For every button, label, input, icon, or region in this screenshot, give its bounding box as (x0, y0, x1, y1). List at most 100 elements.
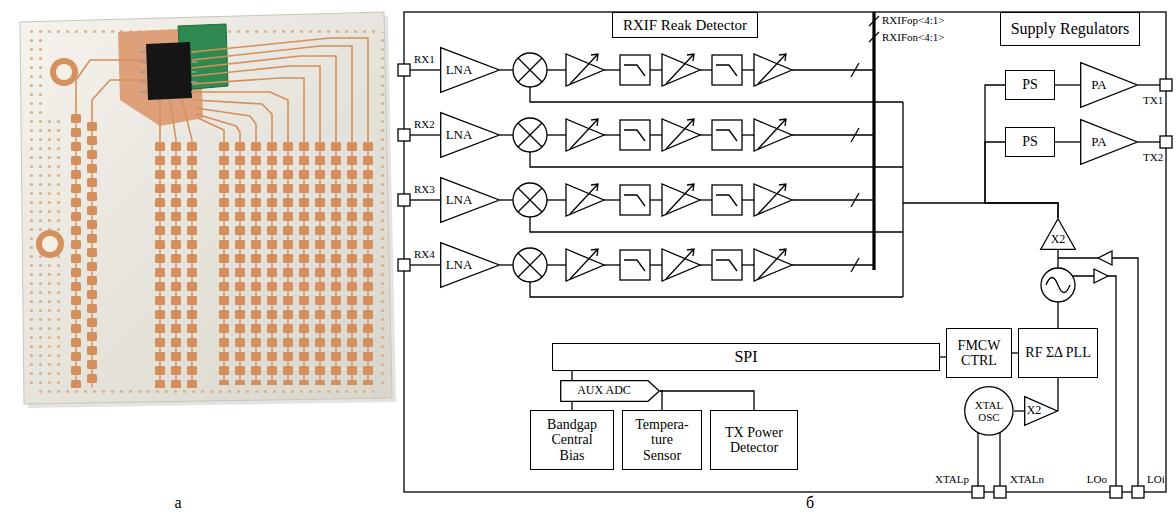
shape-outline (1080, 62, 1138, 108)
sensor-box: Tempera- ture Sensor (622, 410, 702, 470)
patch-array (234, 140, 246, 385)
pin-name: LOo (1087, 473, 1107, 485)
patch-array (346, 140, 358, 385)
pll-box: RF ΣΔ PLL (1018, 328, 1097, 378)
feed-trace (192, 46, 352, 140)
signal-wire (977, 431, 978, 486)
patch-array (186, 140, 198, 388)
sine-mark (1046, 278, 1070, 293)
frequency-doubler: X2 (1024, 396, 1058, 426)
patch-array (250, 140, 262, 385)
patch-array (314, 140, 326, 385)
block-text: TX Power Detector (718, 425, 790, 456)
detector-box: RXIF Reak Detector (612, 12, 758, 38)
pin-pad (1160, 136, 1172, 148)
lna-amplifier: LNA (440, 242, 500, 288)
pcb-board (20, 12, 392, 404)
vco-symbol (1041, 268, 1075, 302)
feed-trace (198, 118, 224, 140)
shape-outline (1041, 219, 1076, 250)
mounting-hole-center (56, 64, 72, 80)
shape-outline (441, 113, 500, 158)
feed-trace (194, 92, 288, 140)
lna-amplifier: LNA (440, 112, 500, 158)
signal-wire (999, 431, 1000, 486)
pin-name: RX1 (414, 53, 435, 65)
figure-letter: б (806, 494, 814, 512)
block-text: Bandgap Central Bias (542, 417, 602, 463)
patch-array (86, 120, 98, 388)
block-diagram (398, 12, 1172, 498)
patch-array (282, 140, 294, 385)
shape-outline (965, 387, 1013, 435)
antenna-column (330, 140, 342, 385)
signal-wire (1055, 84, 1080, 85)
frequency-doubler: X2 (1040, 218, 1076, 250)
feed-trace (182, 100, 192, 140)
block-text: RF ΣΔ PLL (1025, 345, 1090, 360)
pin-pad (994, 486, 1006, 498)
signal-wire (1138, 84, 1160, 85)
lo-wire (903, 202, 985, 203)
block-text: PA (1091, 135, 1106, 149)
via-field (28, 120, 64, 390)
buffer-symbol (1094, 269, 1108, 283)
power-amplifier: PA (1080, 119, 1138, 165)
signal-wire (985, 85, 1058, 218)
pin-pad (1110, 486, 1122, 498)
crystal-oscillator: XTAL OSC (964, 386, 1014, 436)
feed-trace (192, 38, 368, 140)
block-text: Supply Regulators (1011, 20, 1130, 38)
block-text: LNA (446, 193, 473, 207)
shape-outline (441, 178, 500, 223)
antenna-column (154, 140, 166, 388)
block-text: PS (1022, 134, 1038, 149)
block-text: X2 (1027, 404, 1042, 417)
block-text: XTAL OSC (972, 399, 1006, 423)
lna-amplifier: LNA (440, 47, 500, 93)
phase-shifter-box: PS (1005, 70, 1055, 100)
pin-pad (1132, 486, 1144, 498)
chip-pins (140, 52, 197, 92)
feed-lines (76, 38, 368, 140)
signal-wire (1057, 250, 1058, 268)
detector-box: TX Power Detector (710, 410, 798, 470)
antenna-column (346, 140, 358, 385)
feed-trace (196, 108, 256, 140)
if-bus (872, 12, 875, 270)
spi-box: SPI (552, 343, 940, 371)
pin-name: RX2 (414, 118, 435, 130)
block-text: LNA (446, 128, 473, 142)
antenna-column (266, 140, 278, 385)
shape-outline (1025, 397, 1058, 426)
bus-tick (869, 16, 879, 26)
feed-trace (196, 114, 240, 140)
antenna-column (298, 140, 310, 385)
shape-outline (1081, 120, 1138, 165)
buffer-symbol (1098, 251, 1112, 265)
pin-name: TX2 (1143, 151, 1163, 163)
pin-name: LOi (1147, 473, 1165, 485)
lo-wire (1072, 276, 1116, 486)
patch-array (362, 140, 374, 385)
signal-wire (1057, 302, 1058, 328)
antenna-column (282, 140, 294, 385)
pin-pad (972, 486, 984, 498)
antenna-column (218, 140, 230, 385)
feed-trace (192, 56, 336, 140)
block-text: FMCW CTRL (953, 338, 1005, 369)
block-text: RXIF Reak Detector (623, 17, 747, 34)
mounting-hole-center (42, 236, 58, 252)
feed-trace (159, 100, 161, 140)
pin-name: RX3 (414, 183, 435, 195)
antenna-column (170, 140, 182, 388)
pin-pad (1160, 79, 1172, 91)
signal-wire (660, 391, 754, 410)
mounting-hole (36, 230, 64, 258)
block-text: PA (1091, 78, 1106, 92)
shape-outline (561, 381, 660, 402)
bus-tick (869, 32, 879, 42)
pin-name: TX1 (1143, 94, 1163, 106)
pin-name: XTALp (935, 473, 969, 485)
patch-array (154, 140, 166, 388)
